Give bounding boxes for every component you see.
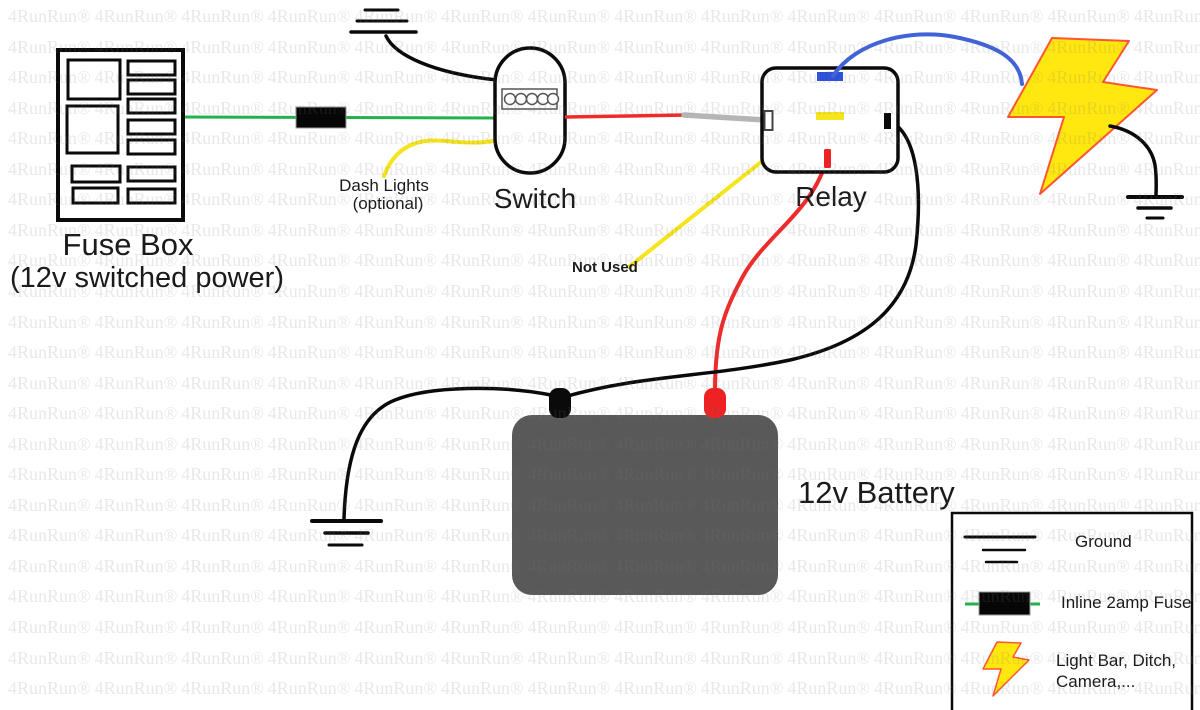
battery-negative-terminal	[549, 388, 571, 418]
battery	[512, 388, 778, 595]
legend-lightning-bolt-icon	[982, 641, 1030, 697]
bottom-left-ground-symbol	[310, 519, 383, 547]
relay-terminal-yellow	[816, 112, 844, 120]
relay-battery-black-wire	[562, 119, 921, 399]
legend-inline-fuse-icon	[965, 591, 1040, 616]
relay-lightbar-blue-wire	[831, 32, 1024, 86]
fuse-box	[56, 48, 185, 222]
dash-lights-label-line1: Dash Lights	[339, 176, 429, 195]
legend-ground-label: Ground	[1075, 532, 1132, 551]
relay-label: Relay	[795, 181, 867, 212]
legend	[950, 511, 1194, 710]
switch-ground-wire	[384, 34, 499, 82]
gray-connector-wire	[681, 112, 768, 123]
battery-label: 12v Battery	[798, 475, 955, 510]
legend-lightbar-label-line2: Camera,...	[1056, 672, 1136, 691]
inline-fuse	[295, 106, 347, 129]
battery-ground-wire	[342, 386, 553, 521]
legend-inline-fuse-label: Inline 2amp Fuse	[1061, 593, 1192, 612]
lightbar-ground-wire	[1108, 124, 1158, 198]
top-ground-symbol	[349, 8, 418, 34]
dash-lights-label-line2: (optional)	[352, 194, 424, 213]
relay-terminal-blue	[817, 72, 843, 81]
lightning-bolt-icon	[1007, 37, 1158, 195]
relay-terminal-ground	[884, 113, 891, 129]
switch-label: Switch	[493, 183, 577, 214]
relay-terminal-red	[824, 149, 831, 168]
relay-battery-red-wire	[713, 155, 829, 394]
relay	[760, 66, 900, 174]
switch-relay-red-wire	[564, 113, 687, 119]
fuse-box-label-line1: Fuse Box	[62, 227, 194, 262]
fuse-box-label-line2: (12v switched power)	[10, 262, 284, 294]
switch	[493, 46, 567, 175]
relay-terminal-input	[763, 110, 774, 131]
legend-ground-icon	[963, 535, 1037, 564]
right-ground-symbol	[1126, 195, 1184, 220]
battery-positive-terminal	[704, 388, 726, 418]
not-used-label: Not Used	[572, 259, 638, 276]
dash-lights-wire	[382, 138, 499, 178]
legend-lightbar-label-line1: Light Bar, Ditch,	[1056, 651, 1177, 670]
switch-connector	[501, 88, 560, 110]
